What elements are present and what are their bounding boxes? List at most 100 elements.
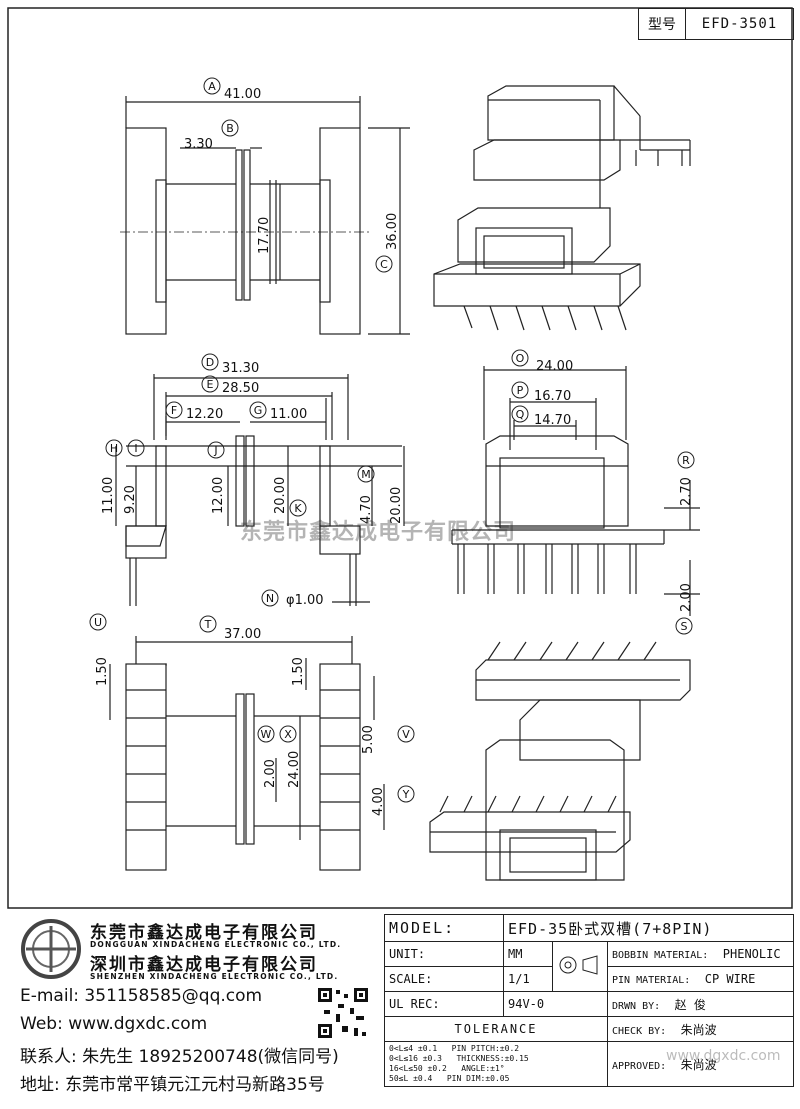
check-cell: CHECK BY: 朱尚波 xyxy=(607,1016,794,1042)
company-name-dg: 东莞市鑫达成电子有限公司 xyxy=(90,923,318,943)
dim-letter-O: O xyxy=(516,352,525,365)
dim-letter-circle-K xyxy=(289,499,307,517)
qr-code-icon xyxy=(316,986,370,1040)
front-view xyxy=(115,374,405,606)
dim-letter-circle-H xyxy=(105,439,123,457)
watermark: 东莞市鑫达成电子有限公司 xyxy=(240,520,517,545)
company-name-sz: 深圳市鑫达成电子有限公司 xyxy=(90,955,318,975)
ulrec-value: 94V-0 xyxy=(503,991,608,1017)
dim-I: 9.20 xyxy=(123,485,138,514)
dim-letter-V: V xyxy=(402,728,410,741)
dim-Q: 14.70 xyxy=(534,413,571,428)
bobbin-cell: BOBBIN MATERIAL: PHENOLIC xyxy=(607,941,794,967)
tol-row-3: 50≤L ±0.4 PIN DIM:±0.05 xyxy=(389,1074,510,1083)
dim-letter-circle-T xyxy=(199,615,217,633)
pin-label: PIN MATERIAL: xyxy=(612,975,691,986)
dim-T: 37.00 xyxy=(224,627,261,642)
dim-core: 17.70 xyxy=(257,217,272,254)
dim-letter-circle-J xyxy=(207,441,225,459)
bobbin-label: BOBBIN MATERIAL: xyxy=(612,950,709,961)
drawing-border xyxy=(7,7,793,909)
contact-address: 地址: 东莞市常平镇元江元村马新路35号 xyxy=(20,1075,325,1095)
dim-letter-F: F xyxy=(171,404,177,417)
dim-letter-Y: Y xyxy=(402,788,410,801)
spec-table: MODEL: EFD-35卧式双槽(7+8PIN) UNIT: MM BOBBI… xyxy=(384,914,794,1087)
dim-S: 2.00 xyxy=(679,583,694,612)
dim-letter-D: D xyxy=(206,356,214,369)
dim-letter-circle-X xyxy=(279,725,297,743)
tol-row-2: 16<L≤50 ±0.2 ANGLE:±1° xyxy=(389,1064,505,1073)
scale-label: SCALE: xyxy=(384,966,504,992)
title-block: 型号 EFD-3501 xyxy=(638,8,794,40)
dim-letter-Q: Q xyxy=(516,408,525,421)
dim-letter-circle-C xyxy=(375,255,393,273)
check-value: 朱尚波 xyxy=(680,1022,717,1037)
dim-Y: 4.00 xyxy=(371,787,386,816)
approved-label: APPROVED: xyxy=(612,1060,667,1072)
dim-letter-P: P xyxy=(517,384,524,397)
dim-letter-circle-P xyxy=(511,381,529,399)
dim-K: 20.00 xyxy=(273,477,288,514)
dim-O: 24.00 xyxy=(536,359,573,374)
dim-letter-circle-B xyxy=(221,119,239,137)
model-label: MODEL: xyxy=(384,914,504,942)
dim-letter-X: X xyxy=(284,728,292,741)
dim-R: 2.70 xyxy=(679,477,694,506)
dim-letter-circle-M xyxy=(357,465,375,483)
dim-letter-M: M xyxy=(361,468,371,481)
dim-A: 41.00 xyxy=(224,87,261,102)
iso-view-bottom xyxy=(429,641,691,881)
dim-letter-W: W xyxy=(261,728,272,741)
dim-letter-circle-F xyxy=(165,401,183,419)
dim-letter-N: N xyxy=(266,592,274,605)
dim-letter-circle-G xyxy=(249,401,267,419)
dim-letter-circle-A xyxy=(203,77,221,95)
dim-V: 5.00 xyxy=(361,725,376,754)
tolerance-label: TOLERANCE xyxy=(384,1016,608,1042)
dim-letter-circle-Q xyxy=(511,405,529,423)
iso-view-top xyxy=(433,85,691,331)
dim-U: 1.50 xyxy=(95,657,110,686)
technical-drawing: 41.00 3.30 36.00 17.70 31.30 28.50 12.20… xyxy=(7,7,793,909)
dim-letter-E: E xyxy=(207,378,214,391)
dim-letter-circle-I xyxy=(127,439,145,457)
drwn-label: DRWN BY: xyxy=(612,1000,661,1012)
title-key: 型号 xyxy=(639,9,686,39)
scale-value: 1/1 xyxy=(503,966,553,992)
dim-J: 12.00 xyxy=(211,477,226,514)
dim-U2: 1.50 xyxy=(291,657,306,686)
dim-letter-circle-E xyxy=(201,375,219,393)
dim-B: 3.30 xyxy=(184,137,213,152)
approved-cell: APPROVED: 朱尚波 xyxy=(607,1041,794,1087)
dim-letter-circle-U xyxy=(89,613,107,631)
dim-M: 4.70 xyxy=(359,495,374,524)
dim-letter-H: H xyxy=(110,442,118,455)
dim-letter-circle-S xyxy=(675,617,693,635)
dim-letter-G: G xyxy=(254,404,263,417)
drwn-cell: DRWN BY: 赵 俊 xyxy=(607,991,794,1017)
dim-letter-circle-D xyxy=(201,353,219,371)
dim-C: 36.00 xyxy=(385,213,400,250)
tolerance-rows: 0<L≤4 ±0.1 PIN PITCH:±0.2 0<L≤16 ±0.3 TH… xyxy=(384,1041,608,1087)
pin-cell: PIN MATERIAL: CP WIRE xyxy=(607,966,794,992)
model-value: EFD-35卧式双槽(7+8PIN) xyxy=(503,914,794,942)
tol-row-0: 0<L≤4 ±0.1 PIN PITCH:±0.2 xyxy=(389,1044,520,1053)
pin-value: CP WIRE xyxy=(704,972,756,986)
dim-letter-circle-O xyxy=(511,349,529,367)
dim-letter-I: I xyxy=(134,442,137,455)
dim-W: 2.00 xyxy=(263,759,278,788)
dim-letter-U: U xyxy=(94,616,102,629)
dim-P: 16.70 xyxy=(534,389,571,404)
company-en-dg: DONGGUAN XINDACHENG ELECTRONIC CO., LTD. xyxy=(90,940,342,949)
dim-H: 11.00 xyxy=(101,477,116,514)
dim-letter-circle-Y xyxy=(397,785,415,803)
side-view xyxy=(451,366,700,616)
dim-letter-S: S xyxy=(681,620,688,633)
dim-X: 24.00 xyxy=(287,751,302,788)
check-label: CHECK BY: xyxy=(612,1025,667,1037)
dim-letter-R: R xyxy=(682,454,690,467)
unit-label: UNIT: xyxy=(384,941,504,967)
dim-D: 31.30 xyxy=(222,361,259,376)
